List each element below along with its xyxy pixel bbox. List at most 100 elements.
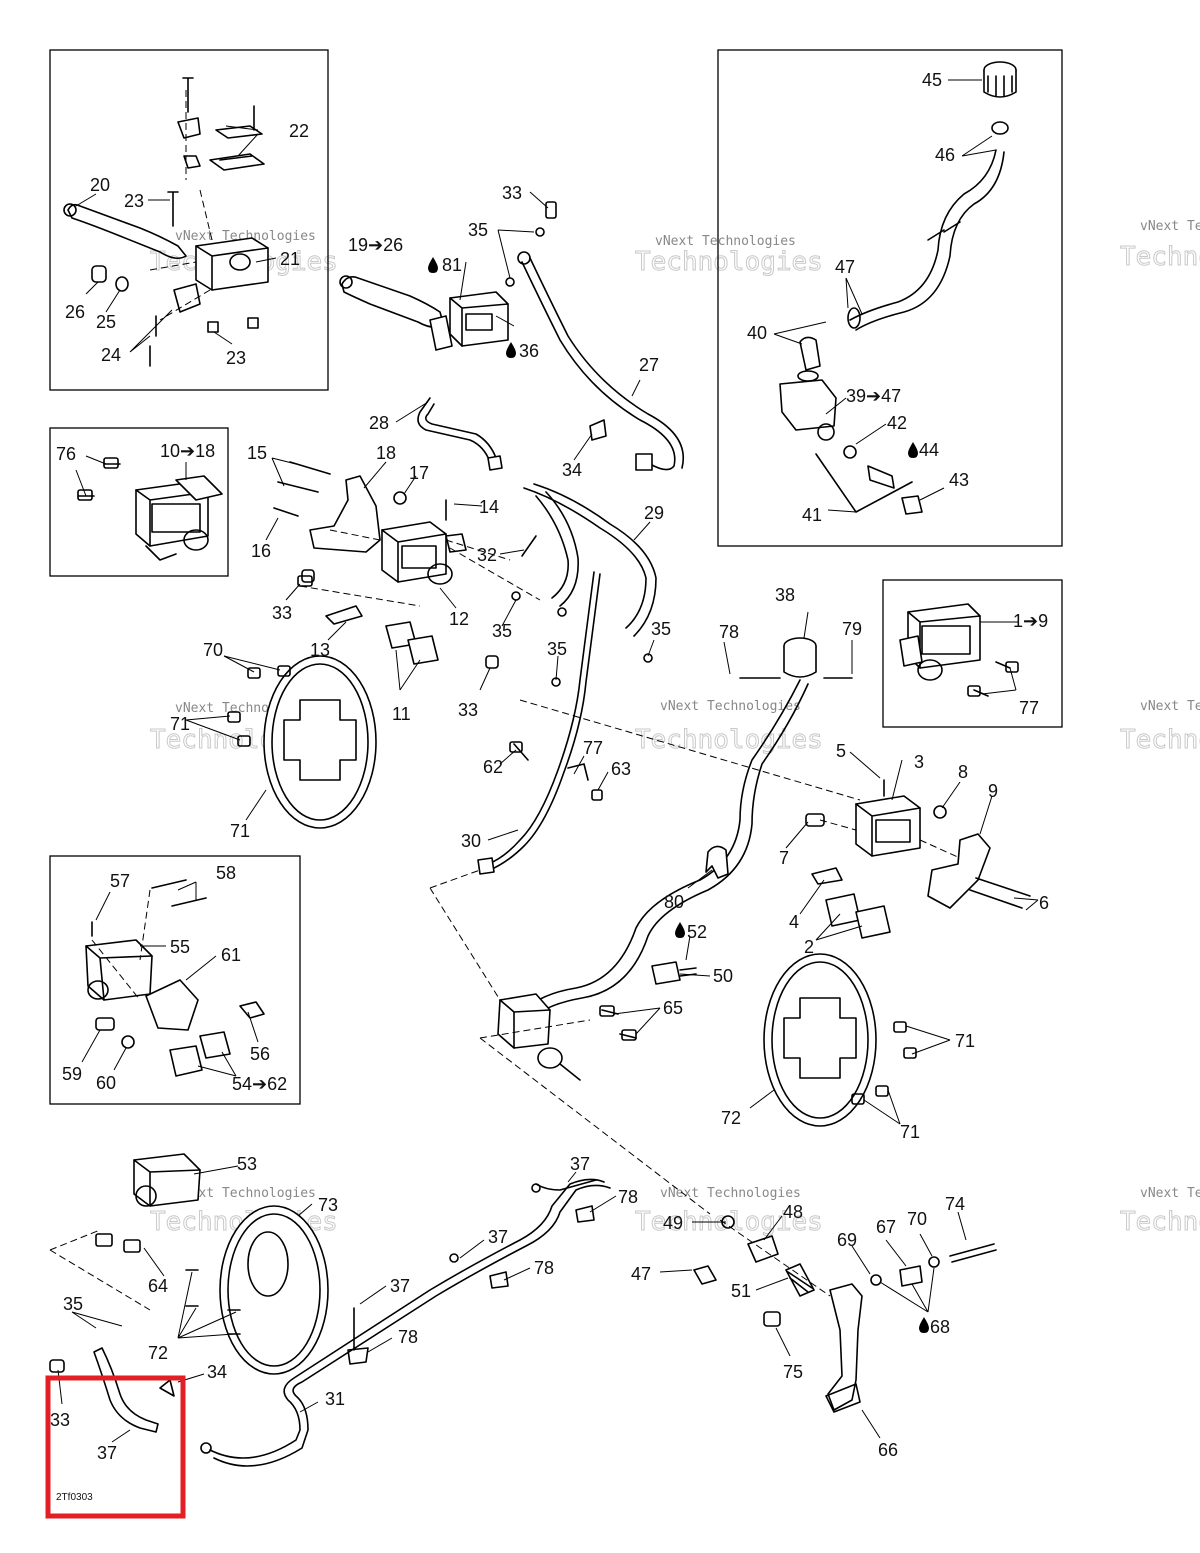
piston-42 xyxy=(867,465,895,489)
bolt-75 xyxy=(949,1243,997,1263)
callout-label: 57 xyxy=(110,871,130,891)
o-ring-25 xyxy=(115,276,129,292)
callout-label: 75 xyxy=(783,1362,803,1382)
screw-23 xyxy=(167,191,179,227)
front-right-disc-72 xyxy=(763,953,877,1127)
svg-text:vNext Technologies: vNext Technologies xyxy=(1140,699,1200,714)
callout-label: 51 xyxy=(731,1281,751,1301)
callout-label: 73 xyxy=(318,1195,338,1215)
callout-label: 77 xyxy=(583,738,603,758)
callout-label: 79 xyxy=(842,619,862,639)
callout-label: 76 xyxy=(56,444,76,464)
rear-disc-74 xyxy=(219,1205,329,1375)
callout-label: 78 xyxy=(398,1327,418,1347)
rear-master-cylinder-and-pedal xyxy=(429,637,997,1413)
drop-icon xyxy=(908,442,918,458)
callout-label: 44 xyxy=(919,440,939,460)
rear-caliper-inset xyxy=(85,879,265,1077)
callout-label: 77 xyxy=(1019,698,1039,718)
callout-label: 60 xyxy=(96,1073,116,1093)
callout-label: 6 xyxy=(1039,893,1049,913)
watermark: vNext Technologies Technologies xyxy=(635,699,824,756)
master-cylinder-body-21 xyxy=(195,237,269,291)
clamp-24 xyxy=(173,283,201,313)
callout-label: 33 xyxy=(458,700,478,720)
caliper-inset-1-9 xyxy=(899,603,1019,697)
callout-label: 20 xyxy=(90,175,110,195)
callout-label: 5 xyxy=(836,741,846,761)
callout-label: 71 xyxy=(170,714,190,734)
drop-icon xyxy=(919,1317,929,1333)
svg-text:Technologies: Technologies xyxy=(635,247,823,277)
drop-icon xyxy=(675,922,685,938)
svg-text:Technologies: Technologies xyxy=(1120,1207,1200,1237)
callout-label: 28 xyxy=(369,413,389,433)
callout-label: 4 xyxy=(789,912,799,932)
callout-label: 68 xyxy=(930,1317,950,1337)
inset-box-caliper-10-18 xyxy=(49,427,229,577)
callout-label: 33 xyxy=(50,1410,70,1430)
callout-label: 1➔9 xyxy=(1013,611,1048,631)
callout-label: 46 xyxy=(935,145,955,165)
callout-label: 7 xyxy=(779,848,789,868)
callout-label: 47 xyxy=(835,257,855,277)
callout-label: 12 xyxy=(449,609,469,629)
callout-label: 70 xyxy=(203,640,223,660)
callout-label: 50 xyxy=(713,966,733,986)
svg-text:Technologies: Technologies xyxy=(635,725,823,755)
callout-label: 14 xyxy=(479,497,499,517)
inset-box-master-cylinder xyxy=(49,49,329,391)
callout-label: 34 xyxy=(562,460,582,480)
callout-label: 16 xyxy=(251,541,271,561)
callout-labels: 1➔9 2 3 4 5 6 7 8 9 10➔18 11 12 13 14 15… xyxy=(50,70,1049,1463)
master-cylinder-40 xyxy=(779,379,837,431)
callout-label: 8 xyxy=(958,762,968,782)
svg-text:vNext Technologies: vNext Technologies xyxy=(1140,1186,1200,1201)
callout-label: 43 xyxy=(949,470,969,490)
callout-label: 37 xyxy=(570,1154,590,1174)
callout-label: 41 xyxy=(802,505,822,525)
callout-label: 63 xyxy=(611,759,631,779)
callout-label: 38 xyxy=(775,585,795,605)
inset-box-caliper-1-9 xyxy=(882,579,1063,728)
callout-label: 69 xyxy=(837,1230,857,1250)
callout-label: 67 xyxy=(876,1217,896,1237)
svg-text:vNext Technologies: vNext Technologies xyxy=(175,229,316,244)
callout-label: 35 xyxy=(63,1294,83,1314)
svg-text:Technologies: Technologies xyxy=(1120,242,1200,272)
brake-hose-main xyxy=(525,679,801,1011)
callout-label: 23 xyxy=(226,348,246,368)
svg-text:vNext Technologies: vNext Technologies xyxy=(660,1186,801,1201)
watermark-group: vNext Technologies Technologies vNext Te… xyxy=(150,219,1200,1238)
watermark: vNext Technologies Technologies xyxy=(1120,219,1200,273)
callout-label: 59 xyxy=(62,1064,82,1084)
brake-lines xyxy=(93,251,809,1467)
front-left-caliper xyxy=(273,461,541,665)
front-left-disc-72 xyxy=(263,655,377,829)
callout-label: 61 xyxy=(221,945,241,965)
valve-body xyxy=(497,993,551,1049)
figure-code: 2Tf0303 xyxy=(56,1492,93,1503)
callout-label: 48 xyxy=(783,1202,803,1222)
callout-label: 34 xyxy=(207,1362,227,1382)
callout-label: 31 xyxy=(325,1389,345,1409)
callout-label: 9 xyxy=(988,781,998,801)
callout-label: 3 xyxy=(914,752,924,772)
callout-label: 37 xyxy=(390,1276,410,1296)
svg-text:vNext Technologies: vNext Technologies xyxy=(660,699,801,714)
callout-label: 55 xyxy=(170,937,190,957)
callout-label: 58 xyxy=(216,863,236,883)
callout-label: 19➔26 xyxy=(348,235,403,255)
callout-label: 72 xyxy=(148,1343,168,1363)
pedal-67 xyxy=(827,1283,863,1411)
callout-label: 78 xyxy=(719,622,739,642)
callout-label: 65 xyxy=(663,998,683,1018)
callout-label: 39➔47 xyxy=(846,386,901,406)
brake-hose-29 xyxy=(523,487,647,629)
callout-label: 80 xyxy=(664,892,684,912)
callout-label: 35 xyxy=(651,619,671,639)
callout-label: 74 xyxy=(945,1194,965,1214)
drop-icons xyxy=(428,257,929,1333)
callout-label: 10➔18 xyxy=(160,441,215,461)
